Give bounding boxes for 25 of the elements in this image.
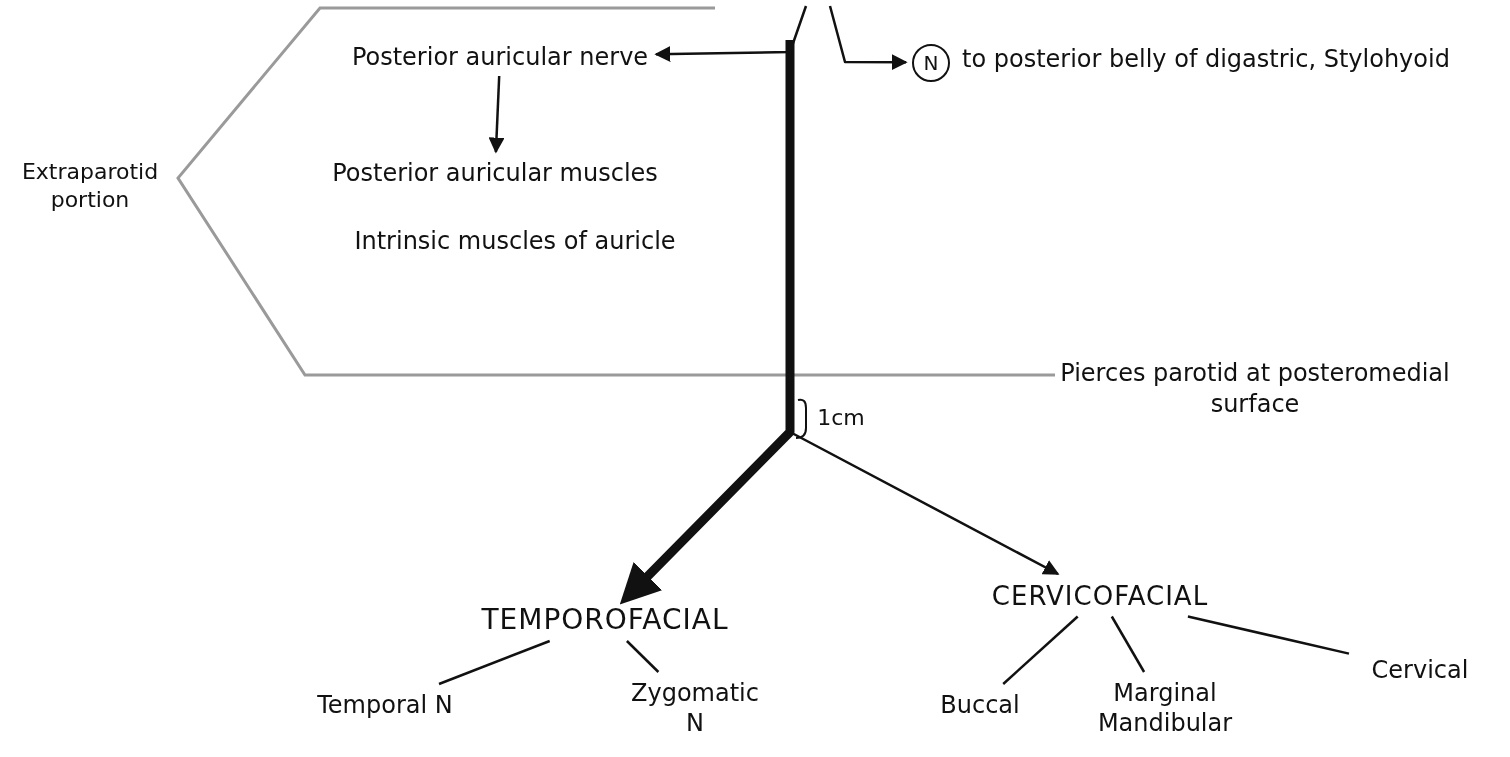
node-label: TEMPOROFACIAL	[440, 602, 770, 637]
node-label: Posterior auricular nerve	[350, 42, 650, 72]
connector-line	[1187, 615, 1350, 655]
node-label: Extraparotid portion	[6, 158, 174, 213]
connector-line	[626, 640, 660, 673]
node-label: Temporal N	[300, 690, 470, 720]
circled-letter: N	[912, 44, 950, 82]
arrow	[654, 5, 808, 63]
node-label: Posterior auricular muscles	[330, 158, 660, 188]
dimension-label: 1cm	[816, 404, 866, 432]
node-label: Cervical	[1355, 655, 1485, 685]
note-label: Pierces parotid at posteromedial surface	[1060, 358, 1450, 421]
node-label: Zygomatic N	[620, 678, 770, 738]
connector-line	[1002, 615, 1079, 685]
connector-line	[438, 639, 551, 686]
arrow	[828, 5, 908, 71]
arrow	[619, 40, 795, 605]
arrow	[488, 75, 505, 154]
branch-label: to posterior belly of digastric, Stylohyoid	[962, 44, 1450, 74]
node-label: CERVICOFACIAL	[955, 580, 1245, 613]
arrow	[788, 40, 1060, 576]
node-label: Buccal	[925, 690, 1035, 720]
node-label: Intrinsic muscles of auricle	[330, 226, 700, 256]
node-label: Marginal Mandibular	[1085, 678, 1245, 738]
connector-line	[1110, 615, 1146, 673]
